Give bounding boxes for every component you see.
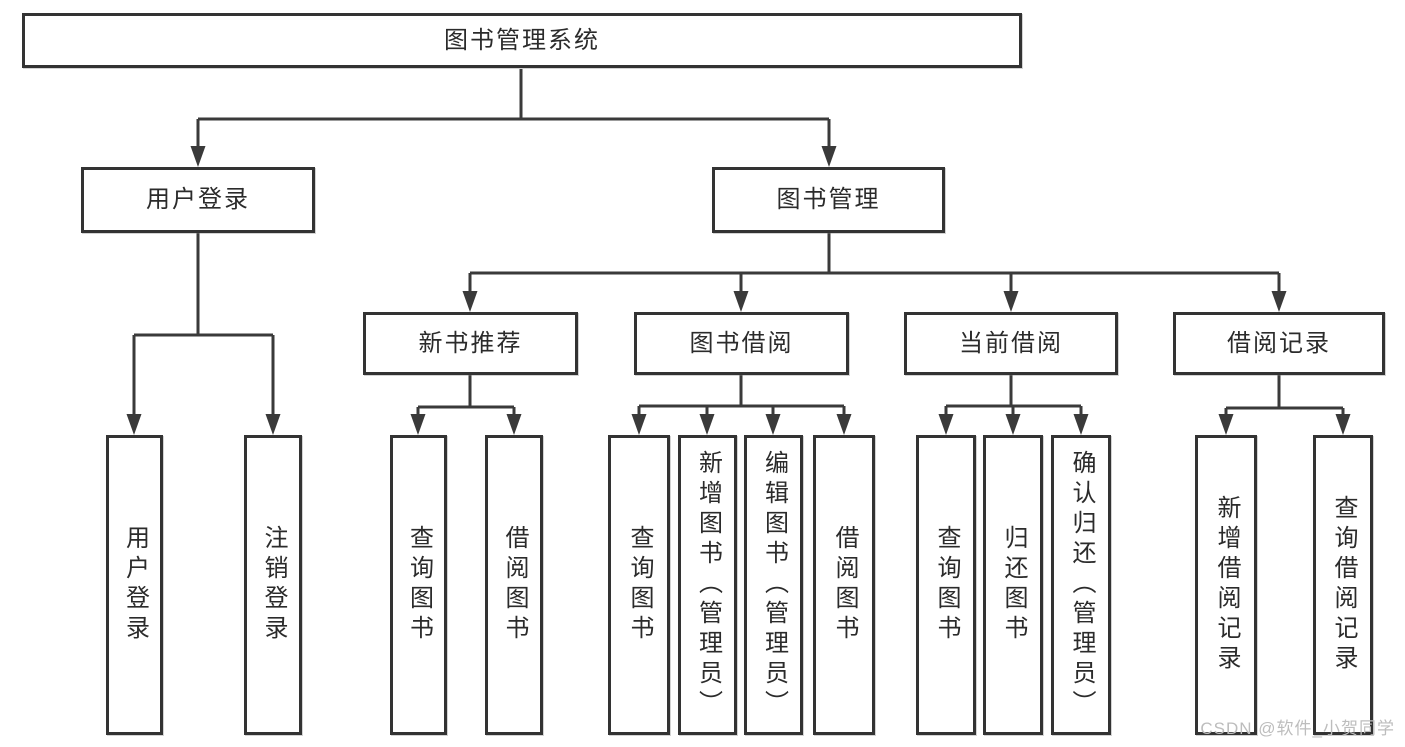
node-label: 查询图书 bbox=[933, 525, 960, 645]
node-leaf-confirm-return: 确认归还（管理员） bbox=[1051, 435, 1111, 735]
node-leaf-query-book-3: 查询图书 bbox=[916, 435, 976, 735]
node-leaf-query-book-2: 查询图书 bbox=[608, 435, 670, 735]
node-leaf-edit-book: 编辑图书（管理员） bbox=[744, 435, 803, 735]
arrowhead-icon bbox=[1003, 291, 1019, 312]
arrowhead-icon bbox=[938, 414, 954, 435]
node-label: 用户登录 bbox=[146, 186, 250, 213]
arrowhead-icon bbox=[1335, 414, 1351, 435]
node-label: 借阅记录 bbox=[1227, 329, 1331, 357]
node-leaf-return-book: 归还图书 bbox=[983, 435, 1043, 735]
arrowhead-icon bbox=[410, 414, 426, 435]
node-label: 新增借阅记录 bbox=[1213, 495, 1240, 675]
node-new-book-recommend: 新书推荐 bbox=[363, 312, 578, 375]
node-leaf-add-book: 新增图书（管理员） bbox=[678, 435, 737, 735]
node-label: 查询图书 bbox=[405, 525, 433, 645]
node-label: 当前借阅 bbox=[959, 329, 1063, 357]
node-label: 查询图书 bbox=[626, 525, 653, 645]
arrowhead-icon bbox=[506, 414, 522, 435]
node-label: 归还图书 bbox=[1000, 525, 1027, 645]
node-label: 用户登录 bbox=[121, 525, 149, 645]
arrowhead-icon bbox=[1073, 414, 1089, 435]
arrowhead-icon bbox=[699, 414, 715, 435]
node-book-borrow: 图书借阅 bbox=[634, 312, 849, 375]
node-label: 查询借阅记录 bbox=[1330, 495, 1357, 675]
node-label: 新书推荐 bbox=[418, 329, 523, 357]
node-label: 图书借阅 bbox=[689, 329, 794, 357]
node-root: 图书管理系统 bbox=[22, 13, 1022, 68]
arrowhead-icon bbox=[1271, 291, 1287, 312]
arrowhead-icon bbox=[765, 414, 781, 435]
arrowhead-icon bbox=[836, 414, 852, 435]
node-user-login: 用户登录 bbox=[81, 167, 315, 233]
arrowhead-icon bbox=[190, 146, 206, 167]
arrowhead-icon bbox=[631, 414, 647, 435]
node-leaf-borrow-book-2: 借阅图书 bbox=[813, 435, 875, 735]
node-label: 确认归还（管理员） bbox=[1068, 450, 1095, 720]
node-book-mgmt: 图书管理 bbox=[712, 167, 945, 233]
arrowhead-icon bbox=[1005, 414, 1021, 435]
arrowhead-icon bbox=[462, 291, 478, 312]
node-label: 新增图书（管理员） bbox=[694, 450, 722, 720]
arrowhead-icon bbox=[733, 291, 749, 312]
arrowhead-icon bbox=[126, 414, 142, 435]
node-label: 图书管理 bbox=[776, 186, 881, 213]
arrowhead-icon bbox=[1218, 414, 1234, 435]
node-borrow-records: 借阅记录 bbox=[1173, 312, 1385, 375]
node-label: 借阅图书 bbox=[501, 525, 528, 645]
node-leaf-query-borrow-record: 查询借阅记录 bbox=[1313, 435, 1373, 735]
node-label: 编辑图书（管理员） bbox=[760, 450, 788, 720]
node-leaf-logout: 注销登录 bbox=[244, 435, 302, 735]
node-leaf-user-login: 用户登录 bbox=[106, 435, 163, 735]
node-label: 图书管理系统 bbox=[444, 26, 600, 54]
node-leaf-borrow-book-1: 借阅图书 bbox=[485, 435, 543, 735]
node-leaf-add-borrow-record: 新增借阅记录 bbox=[1195, 435, 1257, 735]
arrowhead-icon bbox=[821, 146, 837, 167]
arrowhead-icon bbox=[265, 414, 281, 435]
node-label: 注销登录 bbox=[260, 525, 287, 645]
node-current-borrow: 当前借阅 bbox=[904, 312, 1118, 375]
node-leaf-query-book-1: 查询图书 bbox=[390, 435, 447, 735]
node-label: 借阅图书 bbox=[831, 525, 858, 645]
